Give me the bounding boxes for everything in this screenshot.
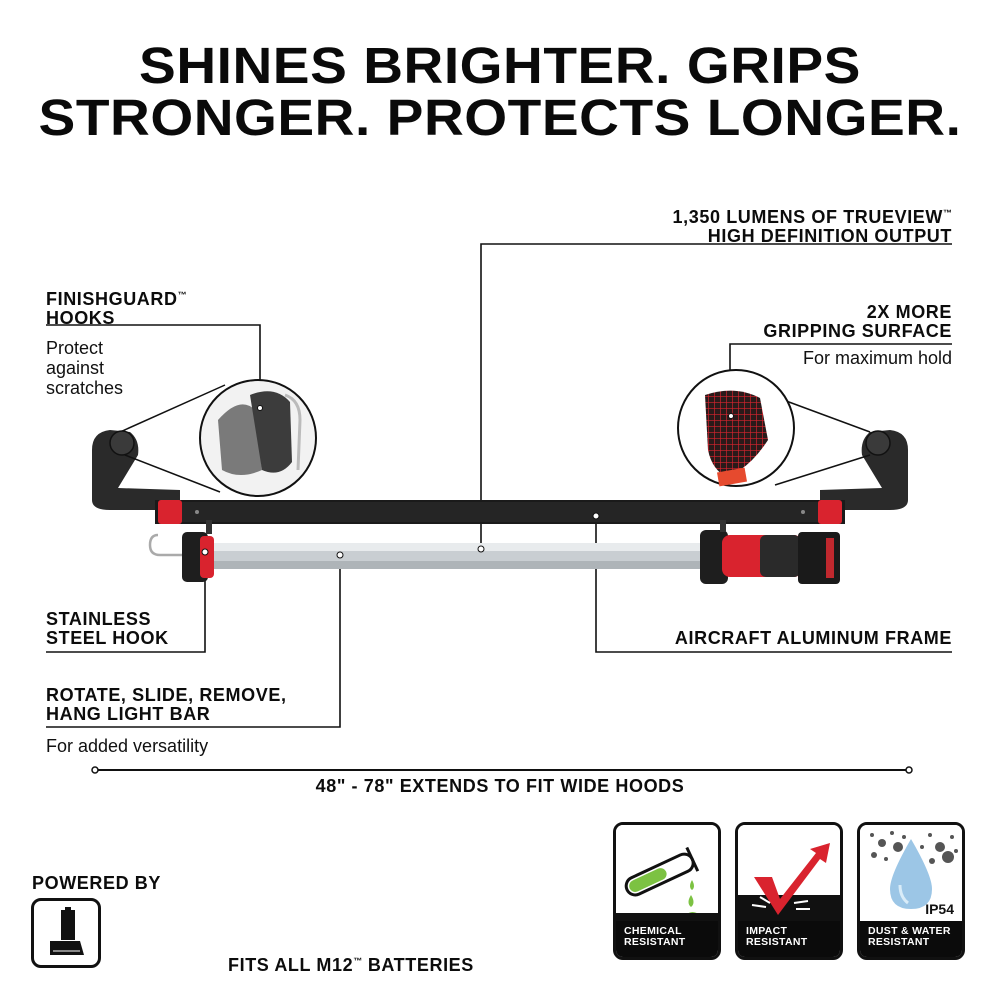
left-handle (92, 430, 180, 510)
frame-callout: AIRCRAFT ALUMINUM FRAME (674, 628, 952, 648)
aluminum-frame (155, 500, 845, 524)
battery-card (31, 898, 101, 968)
rotate-callout: ROTATE, SLIDE, REMOVE, HANG LIGHT BAR Fo… (46, 685, 287, 757)
headline-line-2: STRONGER. PROTECTS LONGER. (38, 89, 962, 146)
grip-zoom (677, 369, 891, 487)
feature-caption: CHEMICAL RESISTANT (616, 921, 718, 957)
water-drop-icon (860, 825, 962, 921)
gripping-callout: 2X MORE GRIPPING SURFACE For maximum hol… (763, 302, 952, 369)
extends-label: 48" - 78" EXTENDS TO FIT WIDE HOODS (315, 776, 685, 796)
stainless-hook (148, 533, 182, 557)
lumens-callout: 1,350 LUMENS OF TRUEVIEW™ HIGH DEFINITIO… (672, 207, 952, 246)
right-handle (820, 430, 908, 510)
ip54-badge: IP54 (925, 901, 954, 917)
finishguard-zoom (109, 379, 317, 497)
battery-icon (50, 907, 84, 955)
feature-caption: IMPACT RESISTANT (738, 921, 840, 957)
hook-callout: STAINLESS STEEL HOOK (46, 609, 169, 648)
headline: SHINES BRIGHTER. GRIPS STRONGER. PROTECT… (0, 40, 1000, 144)
test-tube-icon (616, 825, 718, 921)
headline-line-1: SHINES BRIGHTER. GRIPS (139, 37, 861, 94)
finishguard-callout: FINISHGUARD™ HOOKS Protect against scrat… (46, 289, 187, 399)
powered-by-title: POWERED BY (32, 873, 162, 893)
light-bar (148, 520, 840, 584)
feature-card-dust-water: IP54 DUST & WATER RESISTANT (857, 822, 965, 960)
batteries-label: FITS ALL M12™ BATTERIES (228, 955, 474, 975)
check-arrow-icon (738, 825, 840, 921)
feature-caption: DUST & WATER RESISTANT (860, 921, 962, 957)
feature-card-impact: IMPACT RESISTANT (735, 822, 843, 960)
feature-card-chemical: CHEMICAL RESISTANT (613, 822, 721, 960)
